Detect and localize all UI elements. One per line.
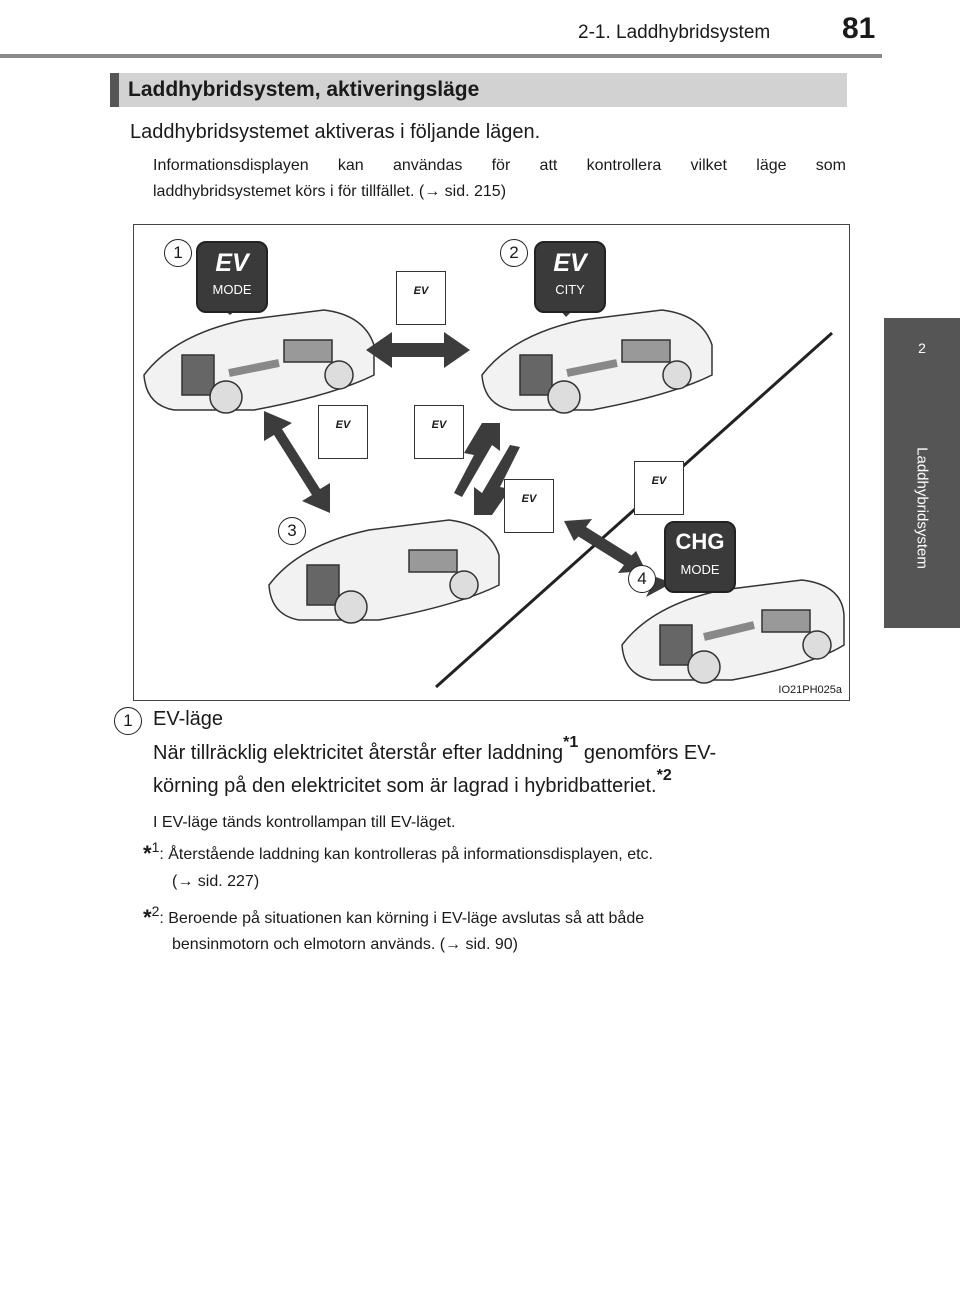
car-illustration-2 (481, 309, 713, 414)
section-heading: Laddhybridsystem, aktiveringsläge (110, 73, 847, 107)
hv-ev-switch-icon-1: EV (318, 405, 368, 459)
flow-arrow-4 (703, 621, 755, 641)
hv-ev-switch-icon-2: EV (504, 479, 554, 533)
arrow-1-3 (264, 411, 330, 513)
flow-arrow-2 (566, 359, 618, 377)
item-note: I EV-läge tänds kontrollampan till EV-lä… (153, 814, 456, 831)
section-heading-bar (110, 73, 119, 107)
ev-city-switch-icon-1: EV (396, 271, 446, 325)
mode-diagram-graphics (143, 303, 845, 689)
arrow-3-4 (564, 519, 646, 573)
mode-diagram: 1 2 3 4 EV MODE EV CITY CHG MODE EV EV E… (133, 224, 850, 701)
callout-1: 1 (164, 239, 192, 267)
header-rule (0, 54, 882, 58)
info-line-2: laddhybridsystemet körs i för tillfället… (153, 183, 507, 200)
footnote-2-line-2: bensinmotorn och elmotorn används. (→ si… (172, 936, 518, 953)
ev-city-switch-icon-2: EV (414, 405, 464, 459)
flow-arrow-1 (228, 359, 280, 377)
arrow-1-2 (366, 332, 470, 368)
callout-3: 3 (278, 517, 306, 545)
chapter-tab: 2 Laddhybridsystem (884, 318, 960, 628)
item-title: EV-läge (153, 708, 224, 730)
car-illustration-1 (143, 309, 375, 414)
ev-city-icon: EV CITY (534, 241, 606, 313)
car-illustration-3 (268, 519, 500, 624)
intro-text: Laddhybridsystemet aktiveras i följande … (130, 121, 541, 143)
arrow-2-3 (454, 423, 520, 515)
item-body-line-2: körning på den elektricitet som är lagra… (153, 767, 672, 797)
figure-code: IO21PH025a (778, 684, 842, 696)
footnote-1-line-2: (→ sid. 227) (172, 873, 260, 890)
ev-mode-icon: EV MODE (196, 241, 268, 313)
page-number: 81 (842, 12, 876, 45)
running-header: 2-1. Laddhybridsystem (578, 22, 771, 43)
callout-2: 2 (500, 239, 528, 267)
hv-ev-switch-icon-3: EV (634, 461, 684, 515)
info-line-1: Informationsdisplayen kan användas för a… (153, 157, 846, 174)
chapter-label: Laddhybridsystem (913, 447, 931, 569)
chapter-number: 2 (918, 340, 926, 356)
section-title: Laddhybridsystem, aktiveringsläge (128, 78, 480, 101)
callout-4: 4 (628, 565, 656, 593)
item-body-line-1: När tillräcklig elektricitet återstår ef… (153, 734, 717, 764)
chg-mode-icon: CHG MODE (664, 521, 736, 593)
footnote-1: *1: Återstående laddning kan kontrollera… (143, 839, 653, 866)
footnote-2: *2: Beroende på situationen kan körning … (143, 903, 645, 930)
item-number-badge: 1 (114, 707, 142, 735)
